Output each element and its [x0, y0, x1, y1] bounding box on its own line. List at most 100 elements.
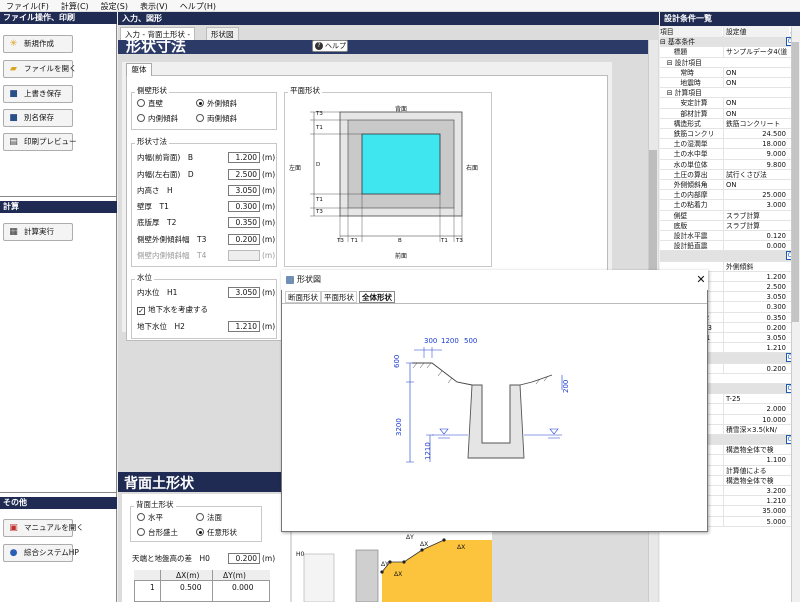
menu-calc[interactable]: 計算(C) — [60, 2, 89, 11]
table-section-row[interactable]: OK — [660, 251, 800, 262]
tab-section-shape[interactable]: 断面形状 — [285, 291, 321, 303]
soil-table-cell-dx[interactable]: 0.500 — [180, 583, 202, 592]
menu-settings[interactable]: 設定(S) — [100, 2, 128, 11]
soil-table-divider — [212, 570, 213, 602]
open-file-label: ファイルを開く — [24, 64, 77, 73]
calc-run-button[interactable]: ▦計算実行 — [3, 223, 73, 241]
plan-dim-t1: T1 — [316, 125, 323, 131]
plan-dim-t3-bottom: T3 — [316, 209, 323, 215]
dim-input-b[interactable]: 1.200 — [228, 152, 260, 163]
groundwater-checkbox[interactable]: ✓地下水を考慮する — [137, 305, 208, 315]
dim-input-t2[interactable]: 0.350 — [228, 217, 260, 228]
new-file-button[interactable]: ✳新規作成 — [3, 35, 73, 53]
dim-unit: (m) — [262, 251, 276, 260]
dim-input-h[interactable]: 3.050 — [228, 185, 260, 196]
soil-table-cell-dy[interactable]: 0.000 — [232, 583, 254, 592]
groundwater-unit: (m) — [262, 322, 276, 331]
homepage-button[interactable]: ●綜合システムHP — [3, 544, 79, 562]
table-row[interactable]: 2.500 — [660, 282, 800, 293]
table-row[interactable]: 積雪深×3.5(kN/ — [660, 424, 800, 435]
table-row[interactable]: 標題サンプルデータ4(道 — [660, 47, 800, 58]
menu-help[interactable]: ヘルプ(H) — [179, 2, 216, 11]
print-preview-button[interactable]: ▤印刷プレビュー — [3, 133, 77, 151]
radio-soil-horizontal[interactable]: 水平 — [137, 513, 163, 523]
table-row[interactable]: ⊟ 設計項目 — [660, 58, 800, 68]
tab-shape-figure[interactable]: 形状図 — [206, 27, 239, 41]
table-row[interactable]: 側壁スラブ計算 — [660, 210, 800, 221]
table-row[interactable]: 土圧の算出試行くさび法 — [660, 169, 800, 180]
row-value: 0.200 — [723, 363, 789, 374]
radio-straight[interactable]: 直壁 — [137, 99, 163, 109]
groundwater-input[interactable]: 1.210 — [228, 321, 260, 332]
table-row[interactable]: 底版スラブ計算 — [660, 220, 800, 231]
table-row[interactable]: 構造物全体で検 — [660, 475, 800, 486]
tab-overall-shape[interactable]: 全体形状 — [359, 291, 395, 303]
save-as-button[interactable]: ■別名保存 — [3, 109, 73, 127]
dim-input-t4[interactable] — [228, 250, 260, 261]
table-row[interactable]: 外側傾斜 — [660, 261, 800, 272]
row-item: ⊟ 設計項目 — [660, 58, 702, 67]
soil-col-dy: ΔY(m) — [223, 571, 246, 580]
table-row[interactable]: 2.000 — [660, 404, 800, 415]
menu-file[interactable]: ファイル(F) — [6, 2, 49, 11]
radio-soil-trapezoid[interactable]: 台形盛土 — [137, 528, 178, 538]
radio-both-slope[interactable]: 両側傾斜 — [196, 114, 237, 124]
menu-view[interactable]: 表示(V) — [140, 2, 168, 11]
soil-wall — [355, 549, 379, 602]
file-ops-header: ファイル操作、印刷 — [0, 12, 117, 24]
table-row[interactable]: 1.210 — [660, 343, 800, 354]
row-item: 標題 — [660, 48, 688, 57]
table-row[interactable]: 構造物全体で検 — [660, 445, 800, 456]
dim-input-t1[interactable]: 0.300 — [228, 201, 260, 212]
radio-outer-slope[interactable]: 外側傾斜 — [196, 99, 237, 109]
table-row[interactable]: 構造形式鉄筋コンクリート — [660, 118, 800, 129]
help-button[interactable]: ?ヘルプ — [312, 40, 348, 52]
save-button[interactable]: ■上書き保存 — [3, 85, 73, 103]
row-item: 安定計算 — [660, 99, 708, 108]
tab-plan-shape[interactable]: 平面形状 — [321, 291, 357, 303]
dim-label-b: 内幅(前背面) B — [137, 153, 193, 162]
center-scrollbar-thumb[interactable] — [649, 150, 657, 270]
radio-soil-arbitrary-label: 任意形状 — [207, 528, 237, 537]
soil-h0-input[interactable]: 0.200 — [228, 553, 260, 564]
table-row[interactable]: 3.050 — [660, 292, 800, 303]
radio-soil-arbitrary[interactable]: 任意形状 — [196, 528, 237, 538]
plan-dim-t3-left: T3 — [337, 238, 344, 244]
dim-input-d[interactable]: 2.500 — [228, 169, 260, 180]
open-file-button[interactable]: ▰ファイルを開く — [3, 60, 77, 78]
table-row[interactable]: 0.300 — [660, 302, 800, 313]
table-section-row[interactable]: ⊟ 基本条件OK — [660, 37, 800, 48]
row-value: 1.210 — [723, 496, 789, 507]
row-value: スラブ計算 — [723, 220, 789, 231]
table-row[interactable] — [660, 374, 800, 384]
dim-1210: 1210 — [424, 442, 432, 460]
close-icon[interactable]: ✕ — [696, 273, 706, 286]
open-manual-button[interactable]: ▣マニュアルを開く — [3, 519, 84, 537]
table-row[interactable]: ⊟ 計算項目 — [660, 88, 800, 99]
dim-input-t3[interactable]: 0.200 — [228, 234, 260, 245]
right-scrollbar-thumb[interactable] — [792, 42, 799, 322]
row-value: 18.000 — [723, 139, 789, 150]
tab-body[interactable]: 躯体 — [126, 63, 152, 76]
inner-water-input[interactable]: 3.050 — [228, 287, 260, 298]
radio-soil-slope[interactable]: 法面 — [196, 513, 222, 523]
radio-inner-slope[interactable]: 内側傾斜 — [137, 114, 178, 124]
row-item: 側壁 — [660, 211, 688, 220]
row-value: 0.300 — [723, 302, 789, 313]
row-value: 構造物全体で検 — [723, 445, 789, 456]
section-drawing — [406, 347, 563, 463]
